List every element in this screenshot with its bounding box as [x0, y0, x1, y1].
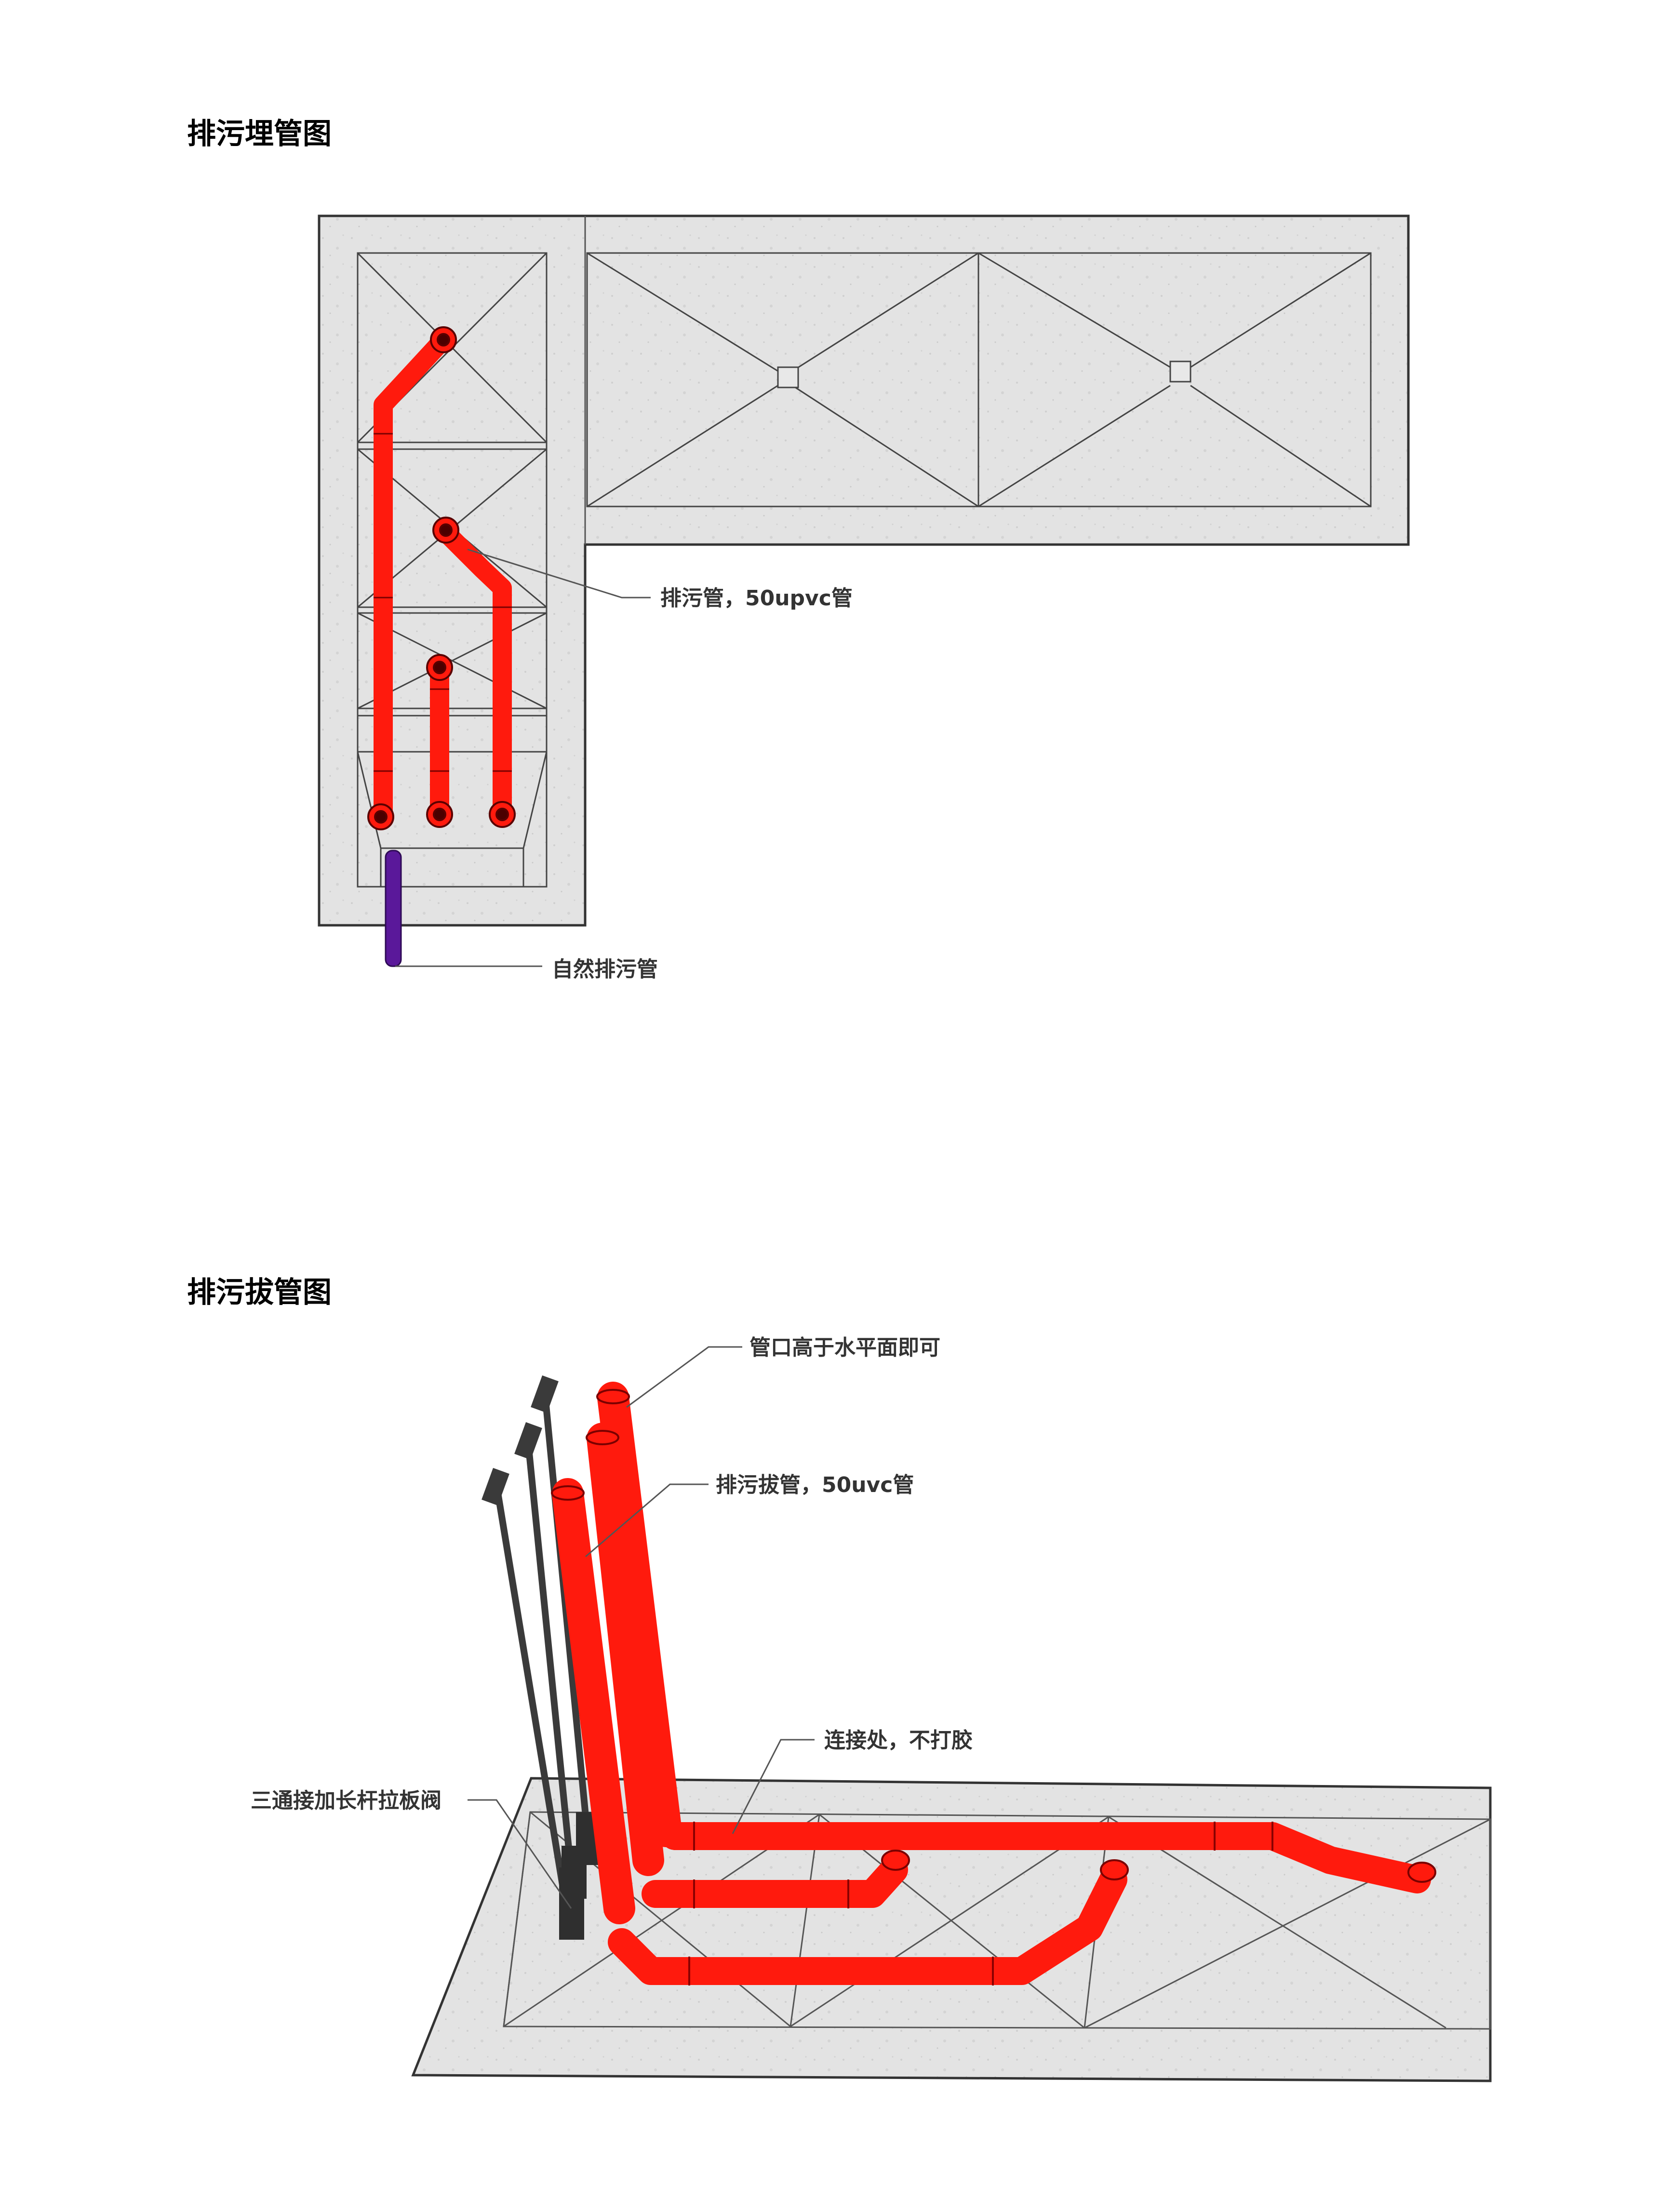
embedded-pipe-diagram — [318, 214, 1410, 967]
joint-rings — [688, 1822, 1273, 1985]
leader-pullout-pipe — [585, 1483, 709, 1558]
leader-valve — [468, 1799, 572, 1909]
callout-valve: 三通接加长杆拉板阀 — [251, 1788, 442, 1813]
callout-pipe-top: 管口高于水平面即可 — [749, 1335, 940, 1360]
valve-handles — [482, 1375, 559, 1506]
leader-pipe-top — [626, 1346, 742, 1408]
section-title-pullout: 排污拔管图 — [187, 1276, 332, 1309]
right-sump-grid — [586, 252, 1372, 507]
natural-drain-pipe — [385, 850, 402, 967]
horizontal-pipes — [608, 1822, 1431, 1985]
callout-natural-drain: 自然排污管 — [552, 957, 658, 982]
elbow-ends-3d — [881, 1850, 1436, 1883]
slab-recess-lines — [503, 1811, 1491, 2030]
pipe-elbow-ends — [367, 326, 516, 830]
vertical-pullout-pipes — [552, 1382, 682, 1924]
drain-pipes-top — [374, 333, 512, 824]
pipe-tops — [551, 1389, 630, 1501]
leader-drain-pipe — [467, 548, 651, 599]
valve-bodies — [559, 1812, 601, 1940]
callout-pullout-pipe: 排污拔管，50uvc管 — [716, 1473, 914, 1497]
pipe-joints — [374, 433, 512, 772]
section-title-embedded: 排污埋管图 — [187, 117, 332, 151]
leader-joint — [732, 1739, 815, 1834]
callout-joint: 连接处，不打胶 — [824, 1728, 973, 1753]
concrete-slab-perspective — [411, 1777, 1492, 2082]
callout-drain-pipe: 排污管，50upvc管 — [660, 586, 853, 611]
valve-rods — [493, 1387, 591, 1912]
